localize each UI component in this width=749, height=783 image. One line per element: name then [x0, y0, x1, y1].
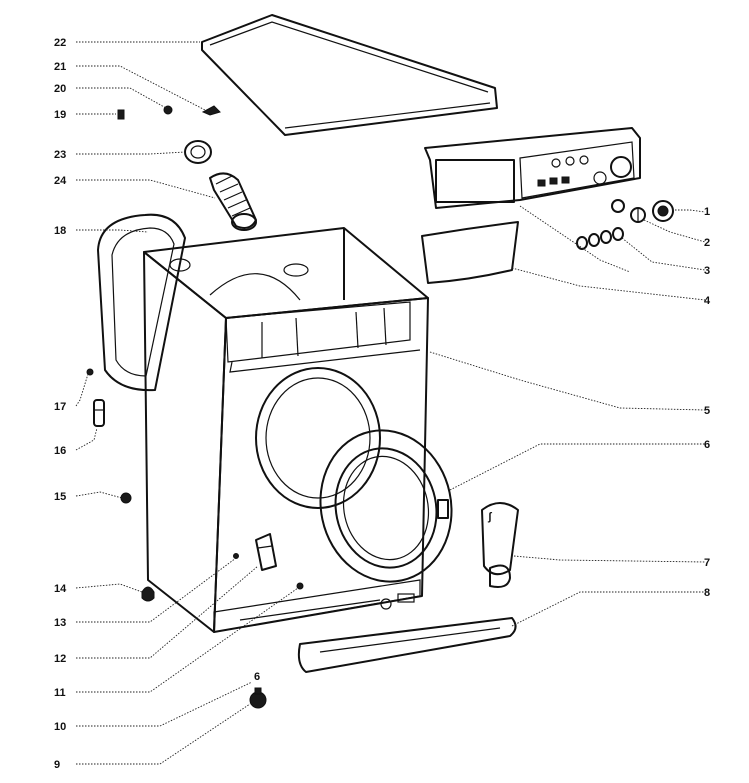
part-clip-13 [233, 553, 239, 559]
callout-20: 20 [54, 83, 66, 95]
svg-text:ʃ: ʃ [487, 511, 493, 523]
part-drawer-front-4 [421, 221, 519, 284]
part-door [319, 429, 453, 583]
callout-19: 19 [54, 109, 66, 121]
callout-16: 16 [54, 445, 66, 457]
part-bracket-12 [255, 533, 277, 571]
part-control-panel [424, 127, 641, 209]
part-screw-19 [117, 109, 125, 120]
part-hose-clamp [184, 140, 212, 164]
part-kick-plate [297, 617, 517, 673]
part-knob-1 [652, 200, 674, 222]
callout-10: 10 [54, 721, 66, 733]
callout-17: 17 [54, 401, 66, 413]
control-buttons-row [537, 176, 570, 187]
callout-6: 6 [704, 439, 710, 451]
part-clip-20 [163, 105, 173, 115]
callout-1: 1 [704, 206, 710, 218]
part-buttons-3 [576, 227, 624, 250]
leader-lines [75, 41, 706, 765]
callout-22: 22 [54, 37, 66, 49]
part-cabinet [143, 227, 429, 633]
part-nut-15 [120, 492, 132, 504]
callout-5: 5 [704, 405, 710, 417]
callout-12: 12 [54, 653, 66, 665]
part-screw-17 [86, 368, 94, 376]
part-top-lid [201, 14, 498, 136]
part-hinge-7: ʃ [481, 502, 519, 588]
part-knob-small [611, 199, 625, 213]
part-foot-16 [93, 399, 105, 427]
callout-3: 3 [704, 265, 710, 277]
part-screw-11 [296, 582, 304, 590]
callout-4: 4 [704, 295, 711, 307]
callout-23: 23 [54, 149, 66, 161]
part-clip-21 [201, 105, 221, 116]
callout-2: 2 [704, 237, 710, 249]
callout-13: 13 [54, 617, 66, 629]
part-rear-panel [97, 213, 186, 392]
part-foot-14 [141, 586, 155, 602]
callout-24: 24 [54, 175, 67, 187]
callout-9: 9 [54, 759, 60, 771]
callout-7: 7 [704, 557, 710, 569]
callout-21: 21 [54, 61, 66, 73]
callout-6b: 6 [254, 671, 260, 683]
callout-8: 8 [704, 587, 710, 599]
callout-11: 11 [54, 687, 66, 699]
callout-15: 15 [54, 491, 66, 503]
part-bellows-hose [209, 172, 257, 231]
callout-labels: 22 21 20 19 23 24 18 17 16 15 14 13 12 1… [54, 37, 711, 771]
callout-18: 18 [54, 225, 66, 237]
part-foot-9 [249, 687, 267, 709]
part-knob-2 [630, 207, 646, 223]
callout-14: 14 [54, 583, 67, 595]
